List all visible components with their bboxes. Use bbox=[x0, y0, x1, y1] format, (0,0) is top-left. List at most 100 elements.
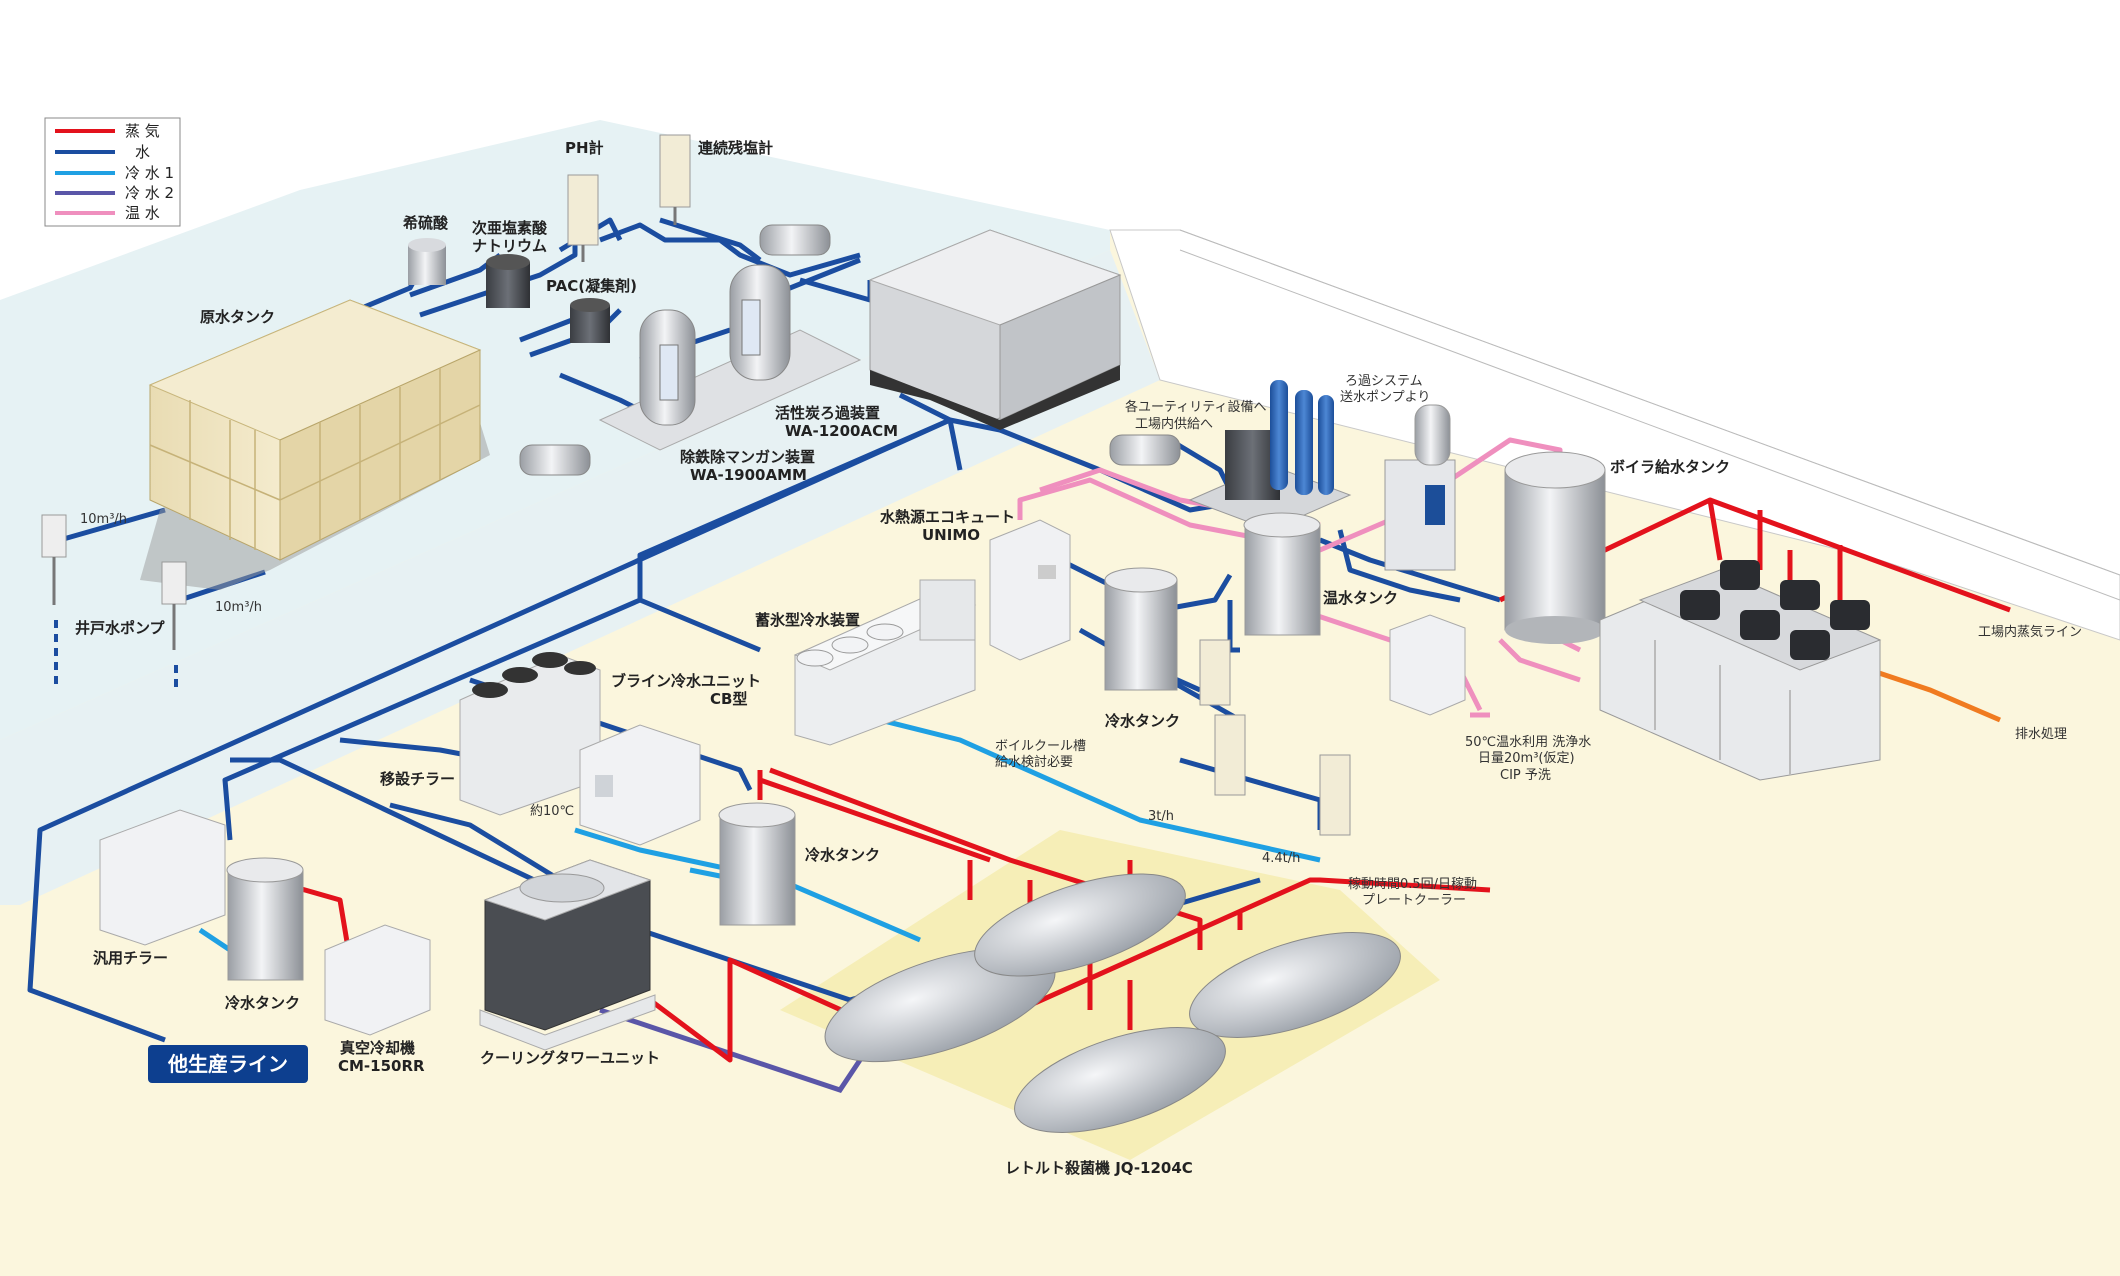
label-ice-storage: 蓄氷型冷水装置 bbox=[755, 611, 860, 629]
wall-left-face bbox=[0, 250, 1160, 905]
label-flow-1: 10m³/h bbox=[80, 512, 127, 527]
label-ph-meter: PH計 bbox=[565, 139, 604, 157]
plate-cooler-2 bbox=[1214, 714, 1246, 796]
filter-system-unit bbox=[1384, 404, 1456, 571]
label-hypochlorite-1: 次亜塩素酸 bbox=[472, 219, 548, 237]
label-boiler-feed-tank: ボイラ給水タンク bbox=[1610, 458, 1730, 476]
label-plate-cooler-2: プレートクーラー bbox=[1362, 893, 1466, 908]
legend-chilled-2: 冷 水 2 bbox=[55, 184, 174, 202]
label-flow-44t: 4.4t/h bbox=[1262, 851, 1300, 866]
ph-meter bbox=[567, 174, 599, 262]
label-residual-chlorine: 連続残塩計 bbox=[698, 139, 773, 157]
wall-left bbox=[0, 120, 1110, 740]
label-carbon-filter-2: WA-1200ACM bbox=[785, 422, 898, 440]
label-filter-system-2: 送水ポンプより bbox=[1340, 390, 1430, 405]
label-pac: PAC(凝集剤) bbox=[546, 277, 637, 295]
label-cold-tank-upper: 冷水タンク bbox=[1105, 712, 1180, 730]
label-utility-2: 工場内供給へ bbox=[1135, 416, 1213, 432]
drain-line bbox=[1869, 667, 2001, 723]
label-warm-use-1: 50℃温水利用 洗浄水 bbox=[1465, 735, 1591, 750]
sulfuric-acid-tank bbox=[408, 238, 446, 285]
boiler-bank bbox=[1599, 560, 1882, 781]
raw-water-tank bbox=[140, 299, 490, 590]
label-boil-cool-1: ボイルクール槽 bbox=[995, 739, 1086, 754]
ecocute-unimo bbox=[989, 519, 1071, 661]
legend-water-label: 水 bbox=[135, 143, 150, 161]
label-cold-tank-middle: 冷水タンク bbox=[805, 846, 880, 864]
retort-sterilizer-2 bbox=[974, 873, 1186, 977]
hypochlorite-tank bbox=[486, 254, 530, 308]
other-production-line-button[interactable]: 他生産ライン bbox=[148, 1045, 308, 1083]
label-drain: 排水処理 bbox=[2015, 727, 2067, 742]
label-warm-use-3: CIP 予洗 bbox=[1500, 768, 1551, 783]
retort-sterilizer-4 bbox=[1014, 1027, 1226, 1133]
label-sulfuric-acid: 希硫酸 bbox=[403, 214, 449, 232]
label-warm-tank: 温水タンク bbox=[1323, 589, 1398, 607]
sectional-panel-tank bbox=[868, 229, 1122, 430]
label-flow-2: 10m³/h bbox=[215, 600, 262, 615]
label-warm-use-2: 日量20m³(仮定) bbox=[1478, 751, 1575, 766]
general-chiller bbox=[99, 809, 226, 946]
pac-tank bbox=[570, 298, 610, 343]
label-utility-1: 各ユーティリティ設備へ bbox=[1125, 399, 1266, 415]
label-relocated-chiller: 移設チラー bbox=[380, 770, 455, 788]
labels: PH計 連続残塩計 希硫酸 次亜塩素酸 ナトリウム PAC(凝集剤) 原水タンク… bbox=[75, 139, 2082, 1177]
well-pump-panel-1 bbox=[41, 514, 67, 690]
label-vacuum-cooler-2: CM-150RR bbox=[338, 1057, 425, 1075]
legend-water: 水 bbox=[55, 143, 150, 161]
legend: 蒸 気 水 冷 水 1 冷 水 2 温 水 bbox=[44, 117, 181, 227]
filtration-system bbox=[1188, 380, 1352, 531]
vacuum-cooler-cm150rr bbox=[324, 924, 431, 1036]
transfer-pump-top bbox=[759, 224, 831, 256]
well-pump-panel-2 bbox=[161, 561, 187, 690]
label-iron-removal-1: 除鉄除マンガン装置 bbox=[680, 448, 815, 466]
label-flow-3t: 3t/h bbox=[1148, 809, 1174, 824]
label-ecocute-2: UNIMO bbox=[922, 526, 980, 544]
cold-water-tank-upper bbox=[1104, 567, 1178, 691]
cold-water-tank-middle bbox=[718, 802, 796, 926]
legend-chilled-1: 冷 水 1 bbox=[55, 164, 174, 182]
legend-chilled-2-label: 冷 水 2 bbox=[125, 184, 174, 202]
ice-storage-chiller bbox=[793, 579, 977, 746]
iron-manganese-removal-unit bbox=[598, 309, 862, 451]
activated-carbon-filter bbox=[729, 264, 791, 381]
cooling-tower-unit bbox=[479, 859, 656, 1051]
chilled-water-2-lines bbox=[599, 1007, 863, 1093]
label-brine-1: ブライン冷水ユニット bbox=[611, 672, 761, 690]
cold-water-tank-left bbox=[226, 857, 304, 981]
warm-water-tank bbox=[1243, 512, 1321, 636]
residual-chlorine-meter bbox=[659, 134, 691, 225]
label-well-pump: 井戸水ポンプ bbox=[75, 619, 166, 637]
label-cold-tank-left: 冷水タンク bbox=[225, 994, 300, 1012]
label-factory-steam: 工場内蒸気ライン bbox=[1978, 624, 2082, 640]
plate-cooler-1 bbox=[1199, 639, 1231, 706]
label-hypochlorite-2: ナトリウム bbox=[472, 237, 547, 255]
label-boil-cool-2: 給水検討必要 bbox=[995, 754, 1073, 770]
retort-sterilizer-3 bbox=[1189, 932, 1401, 1038]
label-filter-system-1: ろ過システム bbox=[1345, 374, 1423, 389]
label-approx-temp: 約10℃ bbox=[530, 804, 574, 819]
label-retort: レトルト殺菌機 JQ-1204C bbox=[1005, 1159, 1193, 1177]
label-vacuum-cooler-1: 真空冷却機 bbox=[340, 1039, 415, 1057]
legend-steam-label: 蒸 気 bbox=[125, 122, 160, 140]
label-raw-tank: 原水タンク bbox=[200, 308, 275, 326]
plate-cooler-3 bbox=[1319, 754, 1351, 836]
retort-floor-zone bbox=[780, 830, 1440, 1160]
hot-water-unit bbox=[1389, 614, 1466, 716]
other-production-line-label: 他生産ライン bbox=[167, 1052, 288, 1076]
feed-pump bbox=[519, 444, 591, 476]
label-ecocute-1: 水熱源エコキュート bbox=[880, 508, 1015, 526]
legend-chilled-1-label: 冷 水 1 bbox=[125, 164, 174, 182]
brine-chiller-cb bbox=[579, 724, 701, 846]
legend-warm: 温 水 bbox=[55, 204, 160, 222]
legend-warm-label: 温 水 bbox=[125, 204, 160, 222]
legend-steam: 蒸 気 bbox=[55, 122, 160, 140]
utility-pump bbox=[1109, 434, 1181, 466]
label-general-chiller: 汎用チラー bbox=[93, 949, 168, 967]
boiler-feed-tank bbox=[1504, 451, 1606, 644]
label-brine-2: CB型 bbox=[710, 690, 747, 708]
label-plate-cooler-1: 稼動時間0.5回/日稼動 bbox=[1348, 877, 1477, 892]
label-cooling-tower: クーリングタワーユニット bbox=[480, 1049, 660, 1067]
label-carbon-filter-1: 活性炭ろ過装置 bbox=[775, 404, 880, 422]
